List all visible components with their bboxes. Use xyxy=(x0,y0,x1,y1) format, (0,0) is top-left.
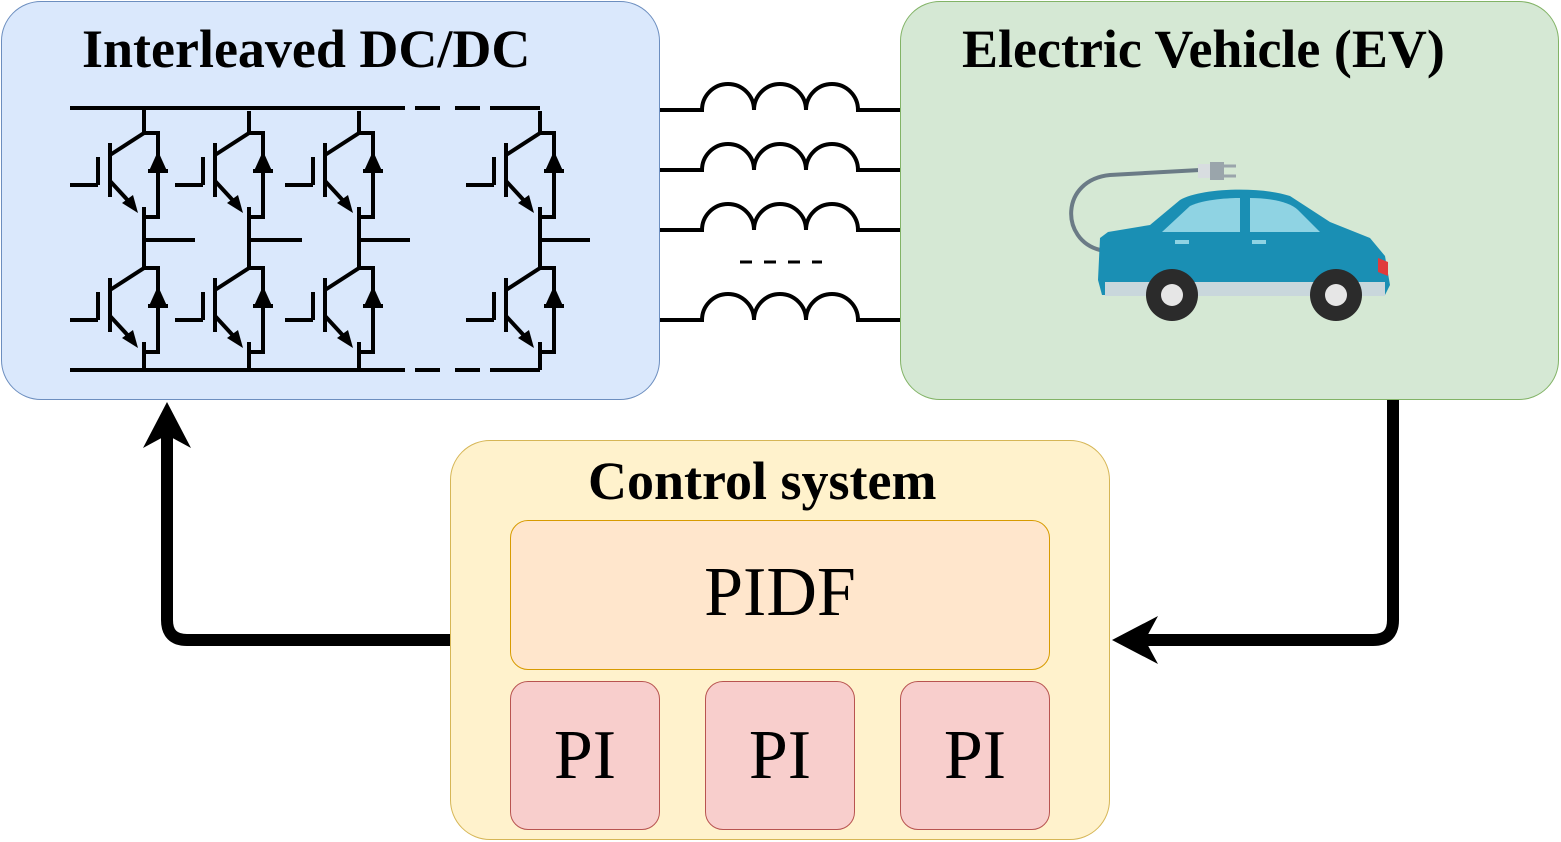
arrow-up-icon xyxy=(143,402,191,448)
leg-3 xyxy=(283,109,410,370)
igbt-switch-icon xyxy=(68,109,170,229)
igbt-switch-icon xyxy=(68,244,170,364)
pi-label-1: PI xyxy=(553,717,617,794)
igbt-switch-icon xyxy=(283,109,385,229)
inductor-icon xyxy=(660,142,900,172)
igbt-switch-icon xyxy=(173,109,275,229)
feedback-path xyxy=(1112,400,1399,664)
leg-n xyxy=(464,109,590,370)
igbt-switch-icon xyxy=(283,244,385,364)
interleaved-dcdc-block xyxy=(1,1,660,400)
pi-label-3: PI xyxy=(943,717,1007,794)
igbt-switch-icon xyxy=(173,244,275,364)
control-title: Control system xyxy=(588,451,937,511)
dc-bus-rails xyxy=(70,106,540,372)
inductor-icon xyxy=(660,292,900,322)
control-output-path xyxy=(143,402,450,646)
leg-2 xyxy=(173,109,302,370)
electric-car-icon xyxy=(1069,162,1390,321)
pi-block-1: PI xyxy=(510,681,660,830)
inductor-icon xyxy=(660,82,900,112)
converter-title: Interleaved DC/DC xyxy=(82,19,531,79)
igbt-switch-icon xyxy=(464,109,566,229)
leg-1 xyxy=(68,108,195,370)
plug-icon xyxy=(1198,162,1236,180)
arrow-left-icon xyxy=(1112,616,1158,664)
pidf-block: PIDF xyxy=(510,520,1050,670)
igbt-switch-icon xyxy=(464,244,566,364)
pi-block-2: PI xyxy=(705,681,855,830)
converter-legs xyxy=(68,108,590,370)
inductors xyxy=(660,82,900,322)
inductor-icon xyxy=(660,202,900,232)
vehicle-title: Electric Vehicle (EV) xyxy=(962,19,1445,79)
pi-block-3: PI xyxy=(900,681,1050,830)
pi-label-2: PI xyxy=(748,717,812,794)
pidf-label: PIDF xyxy=(704,554,856,631)
